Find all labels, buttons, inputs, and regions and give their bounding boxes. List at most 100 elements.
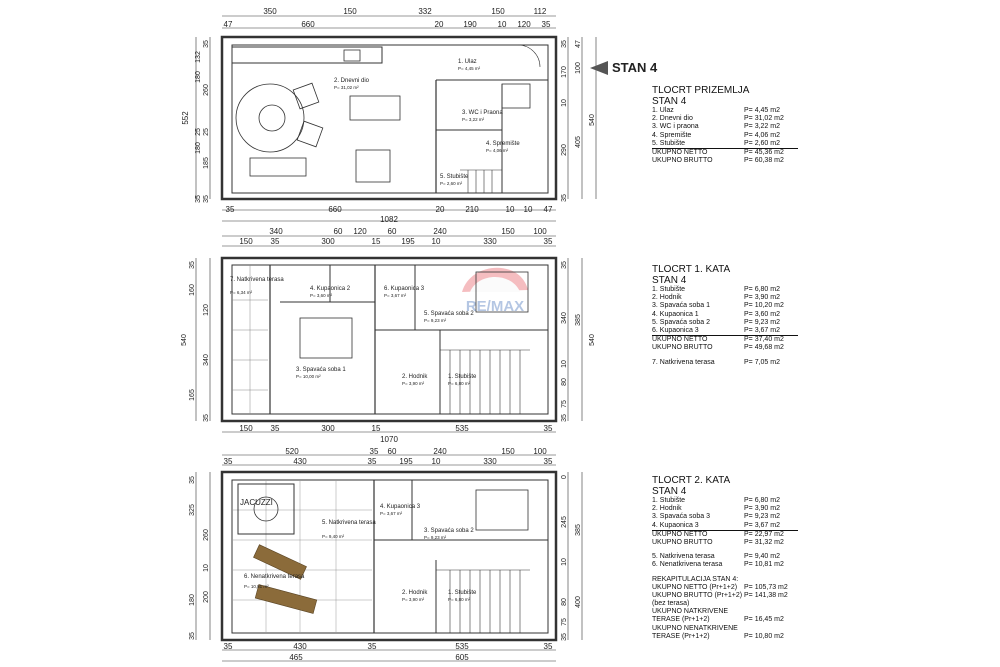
svg-text:35: 35 bbox=[368, 642, 377, 651]
svg-text:120: 120 bbox=[203, 304, 210, 316]
svg-text:605: 605 bbox=[455, 653, 469, 662]
svg-text:540: 540 bbox=[589, 114, 596, 126]
terrace-tiles bbox=[232, 265, 268, 414]
svg-text:150: 150 bbox=[501, 227, 515, 236]
svg-text:150: 150 bbox=[491, 7, 505, 16]
svg-text:35: 35 bbox=[370, 447, 379, 456]
svg-text:1070: 1070 bbox=[380, 435, 398, 444]
svg-text:60: 60 bbox=[388, 447, 397, 456]
svg-text:80: 80 bbox=[561, 598, 568, 606]
svg-text:195: 195 bbox=[401, 237, 415, 246]
svg-text:60: 60 bbox=[334, 227, 343, 236]
recap-title: REKAPITULACIJA STAN 4: bbox=[652, 575, 739, 583]
kitchen-island bbox=[349, 95, 401, 121]
svg-text:35: 35 bbox=[544, 424, 553, 433]
svg-text:25: 25 bbox=[203, 128, 210, 136]
svg-text:405: 405 bbox=[575, 136, 582, 148]
jacuzzi-basin bbox=[253, 496, 279, 522]
svg-text:35: 35 bbox=[561, 40, 568, 48]
svg-text:JACUZZI: JACUZZI bbox=[240, 498, 273, 507]
ground-dimensions: 350 150 332 150 112 47 660 20 190 10 120… bbox=[181, 7, 596, 224]
svg-text:240: 240 bbox=[433, 227, 447, 236]
svg-text:4. Kupaonica 2: 4. Kupaonica 2 bbox=[310, 286, 351, 292]
second-dimensions: 520 35 60 240 150 100 35 430 35 195 10 3… bbox=[189, 447, 582, 662]
svg-text:385: 385 bbox=[575, 524, 582, 536]
svg-text:180: 180 bbox=[189, 594, 196, 606]
legend-subtitle: STAN 4 bbox=[652, 275, 687, 286]
double-bed bbox=[475, 489, 529, 531]
first-dimensions: 340 60 120 60 240 150 100 150 35 300 15 … bbox=[181, 227, 596, 444]
svg-text:35: 35 bbox=[561, 261, 568, 269]
second-dimension-lines bbox=[195, 454, 583, 662]
svg-text:340: 340 bbox=[269, 227, 283, 236]
svg-text:35: 35 bbox=[189, 261, 196, 269]
svg-text:47: 47 bbox=[544, 205, 553, 214]
svg-text:75: 75 bbox=[561, 618, 568, 626]
svg-text:20: 20 bbox=[436, 205, 445, 214]
svg-text:P= 9,23 m²: P= 9,23 m² bbox=[424, 535, 447, 540]
svg-text:15: 15 bbox=[372, 237, 381, 246]
first-room-labels: 7. Natkrivena terasa P= 6,34 m² 4. Kupao… bbox=[230, 277, 477, 386]
svg-text:430: 430 bbox=[293, 457, 307, 466]
second-inner-wall bbox=[231, 479, 549, 634]
svg-text:47: 47 bbox=[224, 20, 233, 29]
svg-text:325: 325 bbox=[189, 504, 196, 516]
svg-text:332: 332 bbox=[418, 7, 432, 16]
jacuzzi-tub bbox=[237, 483, 295, 535]
svg-text:60: 60 bbox=[388, 227, 397, 236]
svg-text:P= 31,02 m²: P= 31,02 m² bbox=[334, 85, 359, 90]
svg-text:P= 6,80 m²: P= 6,80 m² bbox=[448, 381, 471, 386]
svg-text:150: 150 bbox=[501, 447, 515, 456]
svg-text:15: 15 bbox=[372, 424, 381, 433]
svg-text:660: 660 bbox=[328, 205, 342, 214]
watermark-text: RE/MAX bbox=[466, 298, 524, 315]
first-inner-wall bbox=[231, 264, 549, 415]
svg-text:35: 35 bbox=[544, 457, 553, 466]
svg-text:300: 300 bbox=[321, 424, 335, 433]
second-floor-plan bbox=[195, 454, 583, 662]
legend-title: TLOCRT 2. KATA bbox=[652, 475, 731, 486]
svg-text:150: 150 bbox=[239, 424, 253, 433]
recap-row: TERASE (Pr+1+2)P= 10,80 m2 bbox=[652, 632, 784, 640]
svg-text:35: 35 bbox=[224, 642, 233, 651]
svg-text:300: 300 bbox=[321, 237, 335, 246]
svg-text:340: 340 bbox=[203, 354, 210, 366]
remax-watermark: RE/MAX bbox=[462, 267, 528, 315]
svg-text:465: 465 bbox=[289, 653, 303, 662]
svg-text:P= 10,81 m²: P= 10,81 m² bbox=[244, 584, 269, 589]
svg-text:5. Stubište: 5. Stubište bbox=[440, 174, 469, 180]
svg-text:6. Kupaonica 3: 6. Kupaonica 3 bbox=[384, 286, 425, 292]
svg-text:2. Hodnik: 2. Hodnik bbox=[402, 374, 428, 380]
svg-text:35: 35 bbox=[271, 424, 280, 433]
svg-text:35: 35 bbox=[368, 457, 377, 466]
sun-lounger bbox=[254, 584, 318, 614]
svg-text:P= 3,67 m²: P= 3,67 m² bbox=[380, 511, 403, 516]
svg-text:112: 112 bbox=[534, 7, 547, 16]
svg-text:7. Natkrivena terasa: 7. Natkrivena terasa bbox=[230, 277, 284, 283]
svg-text:540: 540 bbox=[181, 334, 188, 346]
svg-text:520: 520 bbox=[285, 447, 299, 456]
entry-door bbox=[517, 44, 541, 68]
first-outer-wall bbox=[220, 256, 558, 423]
armchair bbox=[296, 120, 324, 148]
first-staircase bbox=[440, 349, 530, 414]
svg-text:47: 47 bbox=[575, 40, 582, 48]
svg-text:160: 160 bbox=[189, 284, 196, 296]
svg-text:P= 6,34 m²: P= 6,34 m² bbox=[230, 290, 253, 295]
recap-row: UKUPNO NATKRIVENE bbox=[652, 608, 729, 616]
svg-text:240: 240 bbox=[433, 447, 447, 456]
svg-text:P= 9,23 m²: P= 9,23 m² bbox=[424, 318, 447, 323]
svg-text:165: 165 bbox=[189, 389, 196, 401]
svg-text:120: 120 bbox=[517, 20, 531, 29]
